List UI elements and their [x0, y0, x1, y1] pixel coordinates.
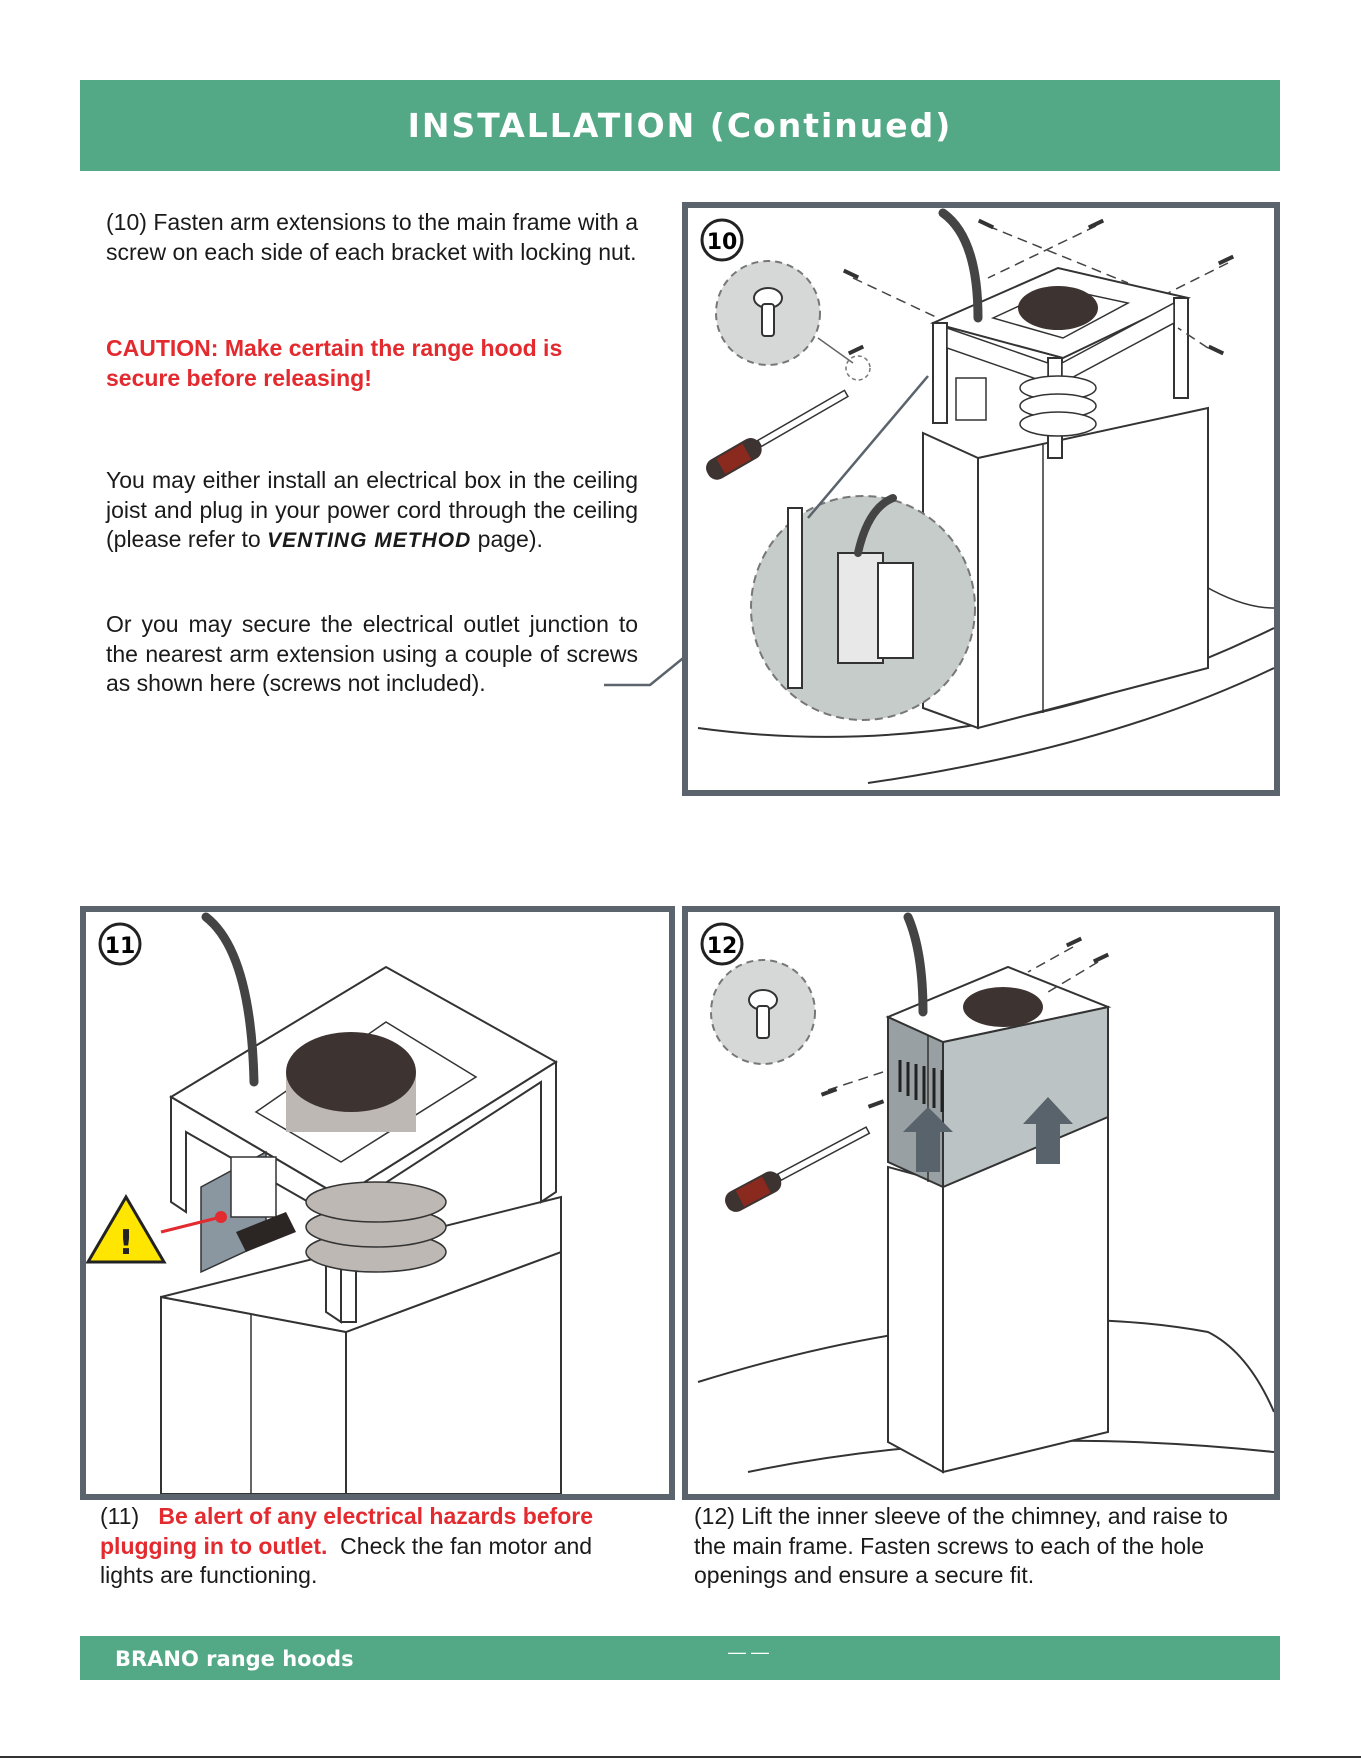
venting-method-ref: VENTING METHOD	[267, 529, 472, 552]
page-title: INSTALLATION (Continued)	[407, 106, 953, 145]
para1-text: You may either install an electrical box…	[106, 467, 638, 552]
step10-instruction: (10) Fasten arm extensions to the main f…	[106, 209, 638, 265]
step11-number: (11)	[100, 1503, 140, 1529]
page-bottom-rule	[0, 1756, 1361, 1758]
step12-badge	[700, 922, 744, 966]
step10-caution: CAUTION: Make certain the range hood is …	[106, 335, 563, 391]
step11-illustration: ! 11	[86, 912, 562, 1494]
step11-badge	[98, 922, 142, 966]
step11-warning: Be alert of any electrical hazards befor…	[100, 1503, 593, 1559]
header-banner: INSTALLATION (Continued)	[80, 80, 1280, 171]
up-arrow-icon	[903, 1107, 953, 1172]
step11-caption: (11) Be alert of any electrical hazards …	[100, 1502, 640, 1591]
step10-illustration: 10	[697, 208, 1274, 784]
up-arrow-icon	[1023, 1097, 1073, 1164]
step12-badge-label: 12	[707, 934, 738, 959]
step10-para1: You may either install an electrical box…	[106, 466, 638, 556]
step12-caption: (12) Lift the inner sleeve of the chimne…	[694, 1503, 1228, 1588]
step12-illustration: 12	[697, 912, 1274, 1474]
step10-para2: Or you may secure the electrical outlet …	[106, 611, 638, 696]
page-number: — —	[728, 1642, 770, 1662]
step10-badge	[700, 218, 744, 262]
panel-step10: 10	[682, 202, 1280, 796]
step10-badge-label: 10	[707, 230, 738, 255]
para1-end: page).	[471, 526, 543, 552]
panel-step11: ! 11	[80, 906, 675, 1500]
warning-icon	[86, 1194, 167, 1264]
footer-brand: BRANO range hoods	[115, 1647, 354, 1671]
panel-step12: 12	[682, 906, 1280, 1500]
step11-badge-label: 11	[105, 934, 136, 959]
svg-text:!: !	[118, 1223, 134, 1263]
step11-text: Check the fan motor and lights are funct…	[100, 1532, 593, 1589]
step10-text: (10) Fasten arm extensions to the main f…	[106, 208, 638, 267]
footer-bar: BRANO range hoods — —	[80, 1636, 1280, 1680]
